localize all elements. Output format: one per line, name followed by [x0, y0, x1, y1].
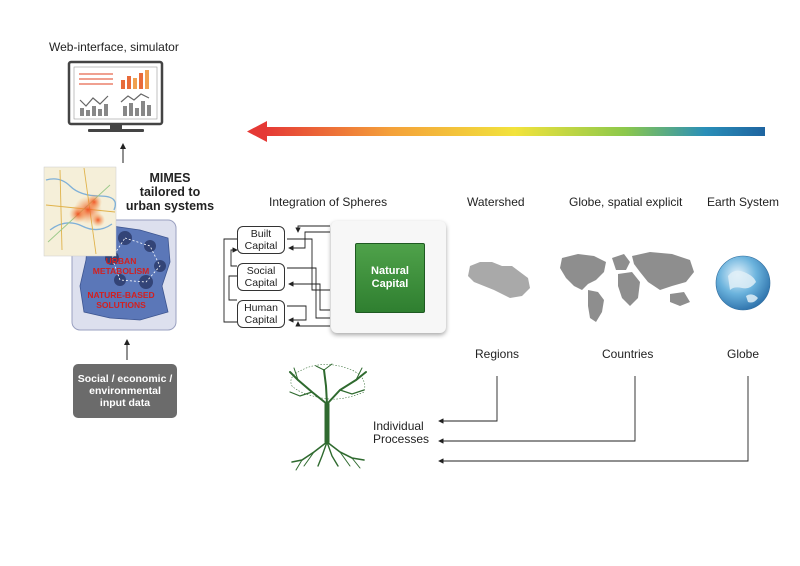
- globe-label: Globe: [727, 347, 760, 361]
- mimes-line1: MIMES: [149, 171, 191, 185]
- input-line1: Social / economic /: [77, 373, 173, 385]
- watershed-icon: [468, 262, 530, 298]
- urban-metabolism-label: URBAN METABOLISM: [84, 256, 158, 276]
- monitor-icon: [67, 60, 164, 132]
- urban-line4: SOLUTIONS: [96, 300, 146, 310]
- input-line3: input data: [99, 397, 151, 409]
- regions-label: Regions: [475, 347, 520, 361]
- globe-spatial-label: Globe, spatial explicit: [569, 195, 683, 209]
- tree-icon: [289, 363, 367, 471]
- countries-label: Countries: [602, 347, 654, 361]
- human-line1: Human: [244, 302, 278, 314]
- social-line1: Social: [246, 265, 276, 277]
- input-data-box: Social / economic / environmental input …: [73, 364, 177, 418]
- mimes-line3: urban systems: [125, 199, 215, 213]
- individual-processes-label: Individual Processes: [373, 420, 429, 446]
- urban-map-icon: [43, 166, 117, 257]
- world-map-icon: [560, 252, 694, 322]
- individual-line1: Individual: [373, 419, 424, 433]
- urban-line2: METABOLISM: [92, 266, 150, 276]
- urban-line3: NATURE-BASED: [87, 290, 155, 300]
- built-line1: Built: [250, 228, 272, 240]
- mimes-line2: tailored to: [139, 185, 201, 199]
- top-label: Web-interface, simulator: [49, 40, 179, 54]
- scale-gradient-arrow: [247, 121, 765, 142]
- input-line2: environmental: [89, 385, 161, 397]
- nature-based-label: NATURE-BASED SOLUTIONS: [84, 290, 158, 310]
- watershed-label: Watershed: [467, 195, 525, 209]
- natural-line2: Capital: [371, 278, 409, 290]
- social-line2: Capital: [244, 277, 278, 289]
- human-line2: Capital: [244, 314, 278, 326]
- process-connectors: [438, 376, 749, 464]
- globe-icon: [715, 255, 771, 311]
- individual-line2: Processes: [373, 432, 430, 446]
- mimes-title: MIMES tailored to urban systems: [118, 171, 222, 213]
- natural-line1: Natural: [371, 265, 409, 277]
- earth-system-label: Earth System: [707, 195, 780, 209]
- integration-label: Integration of Spheres: [269, 195, 388, 209]
- urban-line1: URBAN: [105, 256, 137, 266]
- capital-connectors: [223, 225, 330, 327]
- built-line2: Capital: [244, 240, 278, 252]
